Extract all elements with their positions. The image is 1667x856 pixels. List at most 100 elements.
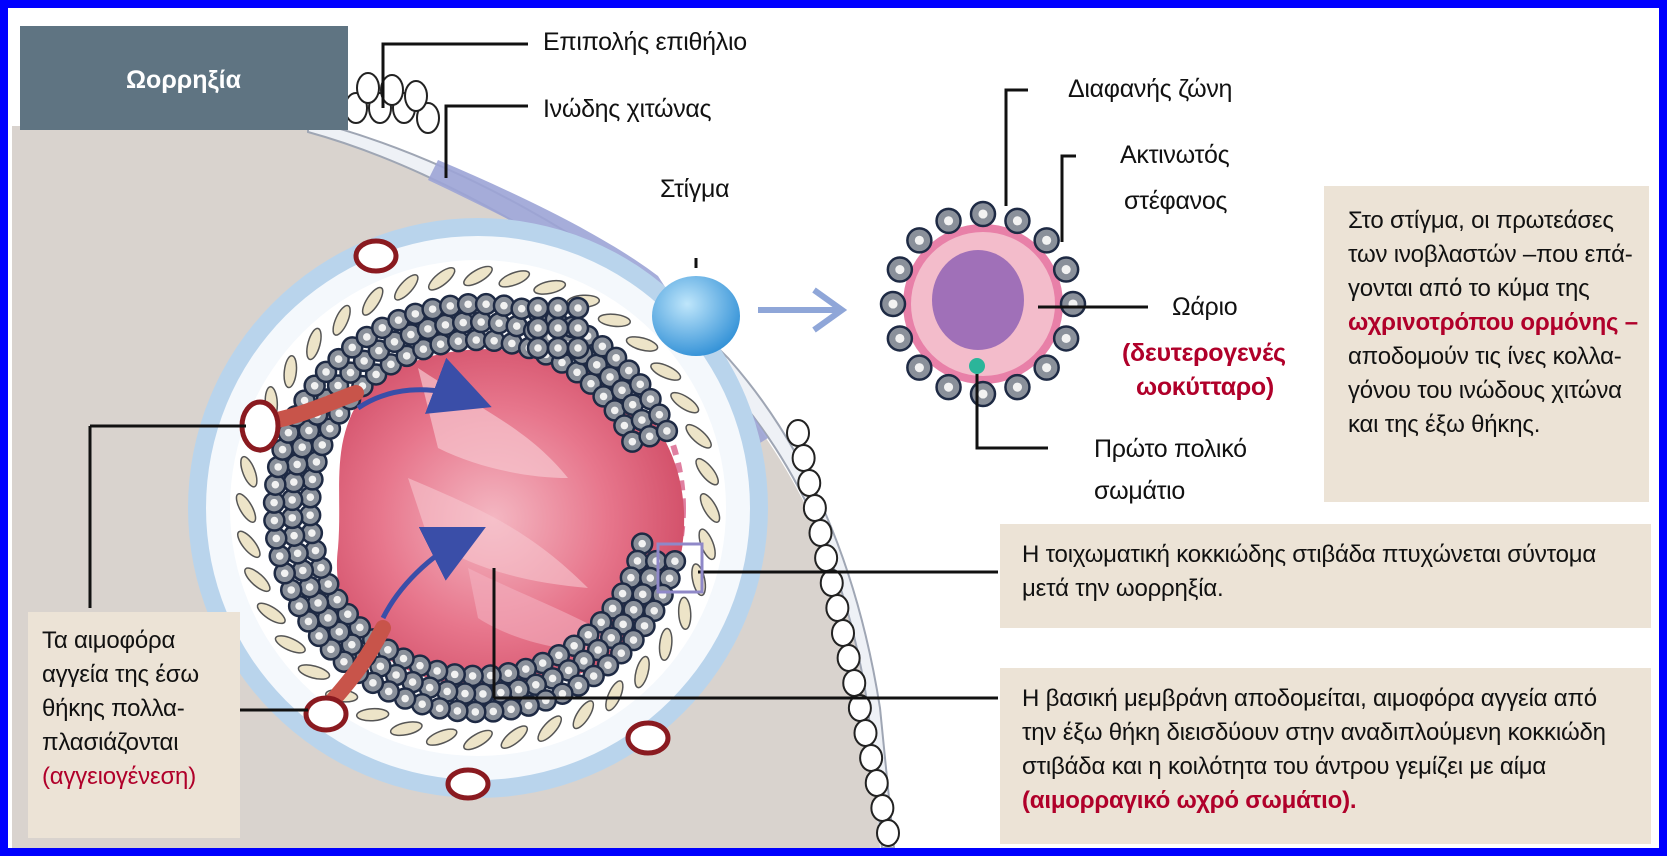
granulosa-cell-nucleus [508, 340, 516, 348]
granulosa-cell-nucleus [416, 662, 424, 670]
corona-cell-nucleus [1013, 216, 1022, 225]
granulosa-cell-nucleus [384, 646, 392, 654]
granulosa-cell-nucleus [377, 663, 385, 671]
granulosa-cell-nucleus [479, 690, 487, 698]
granulosa-cell-nucleus [636, 381, 644, 389]
vessels-note-highlight: (αγγειογένεση) [42, 760, 240, 794]
granulosa-cell-nucleus [433, 667, 441, 675]
granulosa-cell-nucleus [472, 336, 480, 344]
granulosa-cell-nucleus [609, 605, 617, 613]
vessels-note-line: αγγεία της έσω [42, 658, 240, 692]
granulosa-cell-nucleus [629, 401, 637, 409]
granulosa-cell-nucleus [459, 319, 467, 327]
granulosa-cell-nucleus [477, 318, 485, 326]
granulosa-cell-nucleus [570, 642, 578, 650]
granulosa-cell-nucleus [294, 550, 302, 558]
granulosa-cell-nucleus [617, 649, 625, 657]
granulosa-cell-nucleus [621, 422, 629, 430]
oocyte-nucleus [932, 250, 1024, 350]
granulosa-cell-nucleus [314, 599, 322, 607]
granulosa-cell-nucleus [593, 361, 601, 369]
membrane-note: Η βασική μεμβράνη αποδομείται, αιμοφόρα … [1000, 668, 1651, 844]
ovulation-tab: Ωορρηξία [20, 26, 348, 130]
granulosa-cell-nucleus [375, 347, 383, 355]
epithelial-cell [821, 570, 843, 596]
granulosa-cell-nucleus [288, 514, 296, 522]
vessels-note-line: θήκης πολλα- [42, 692, 240, 726]
epithelial-cell [826, 595, 848, 621]
granulosa-cell-nucleus [311, 382, 319, 390]
granulosa-cell-nucleus [534, 324, 542, 332]
granulosa-cell-nucleus [451, 671, 459, 679]
corona-cell-nucleus [915, 236, 924, 245]
granulosa-cell-nucleus [574, 324, 582, 332]
granulosa-cell-nucleus [360, 357, 368, 365]
granulosa-cell-nucleus [606, 373, 614, 381]
polar-body [969, 358, 985, 374]
corona-cell-nucleus [915, 363, 924, 372]
granulosa-cell-nucleus [285, 429, 293, 437]
granulosa-cell-nucleus [306, 583, 314, 591]
granulosa-cell-nucleus [348, 344, 356, 352]
granulosa-cell-nucleus [272, 481, 280, 489]
granulosa-cell-nucleus [666, 575, 674, 583]
granulosa-cell-nucleus [318, 441, 326, 449]
epithelial-cell [787, 420, 809, 446]
granulosa-cell-nucleus [387, 361, 395, 369]
granulosa-cell-nucleus [599, 342, 607, 350]
granulosa-cell-nucleus [348, 641, 356, 649]
corona-cell-nucleus [1062, 265, 1071, 274]
granulosa-cell-nucleus [461, 690, 469, 698]
granulosa-cell-nucleus [391, 338, 399, 346]
corona-cell-nucleus [1062, 334, 1071, 343]
stigma-note-line: Στο στίγμα, οι πρωτεάσες [1348, 204, 1649, 238]
granulosa-cell-nucleus [418, 700, 426, 708]
granulosa-cell-nucleus [324, 614, 332, 622]
tunica-label: Ινώδης χιτώνας [543, 92, 711, 126]
corona-cell-nucleus [1042, 236, 1051, 245]
granulosa-note-line: Η τοιχωματική κοκκιώδης στιβάδα πτυχώνετ… [1022, 538, 1651, 572]
pointer-arrow [758, 290, 842, 330]
granulosa-cell-nucleus [647, 574, 655, 582]
epithelial-cell [815, 545, 837, 571]
granulosa-cell-nucleus [335, 355, 343, 363]
granulosa-cell-nucleus [454, 337, 462, 345]
granulosa-cell-nucleus [420, 345, 428, 353]
granulosa-cell-nucleus [317, 564, 325, 572]
corona-cell-nucleus [944, 216, 953, 225]
stigma-note-line: γονται από το κύμα της [1348, 272, 1649, 306]
epithelial-cell [855, 720, 877, 746]
granulosa-cell-nucleus [344, 610, 352, 618]
granulosa-cell-nucleus [600, 393, 608, 401]
granulosa-cell-nucleus [611, 407, 619, 415]
granulosa-cell-nucleus [464, 300, 472, 308]
granulosa-cell-nucleus [270, 499, 278, 507]
granulosa-cell-nucleus [638, 416, 646, 424]
granulosa-cell-nucleus [482, 300, 490, 308]
corona-cell-nucleus [895, 334, 904, 343]
granulosa-cell-nucleus [627, 574, 635, 582]
granulosa-cell-nucleus [272, 535, 280, 543]
oocyte-label: Ωάριο [1172, 290, 1237, 324]
granulosa-cell-nucleus [356, 624, 364, 632]
epithelial-cell [798, 470, 820, 496]
corona-cell-nucleus [888, 299, 897, 308]
granulosa-cell-nucleus [574, 304, 582, 312]
granulosa-cell-nucleus [647, 395, 655, 403]
granulosa-cell-nucleus [400, 655, 408, 663]
corona-label-1: Ακτινωτός [1120, 138, 1229, 172]
vessels-note-line: Τα αιμοφόρα [42, 624, 240, 658]
granulosa-cell-nucleus [307, 493, 315, 501]
granulosa-cell-nucleus [333, 596, 341, 604]
epithelial-cell [871, 795, 893, 821]
granulosa-cell-nucleus [378, 324, 386, 332]
granulosa-cell-nucleus [574, 344, 582, 352]
granulosa-cell-nucleus [554, 344, 562, 352]
granulosa-cell-nucleus [534, 304, 542, 312]
granulosa-cell-nucleus [612, 354, 620, 362]
epithelial-cell [405, 81, 427, 111]
granulosa-cell-nucleus [335, 410, 343, 418]
granulosa-cell-nucleus [618, 386, 626, 394]
granulosa-cell-nucleus [590, 672, 598, 680]
